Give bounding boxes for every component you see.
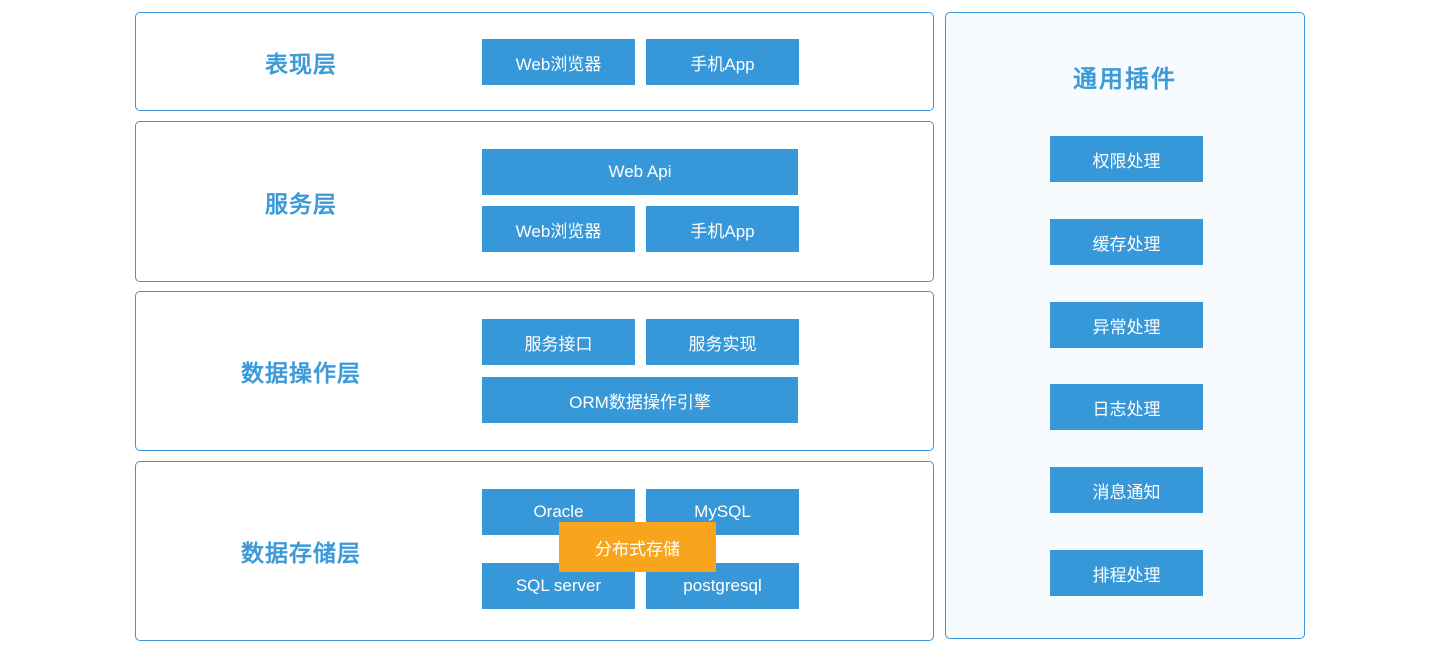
block-service-implementation: 服务实现 — [646, 319, 799, 365]
plugin-log: 日志处理 — [1050, 384, 1203, 430]
block-web-browser: Web浏览器 — [482, 39, 635, 85]
block-mobile-app: 手机App — [646, 39, 799, 85]
block-sql-server: SQL server — [482, 563, 635, 609]
block-distributed-storage: 分布式存储 — [559, 522, 716, 572]
plugin-exception: 异常处理 — [1050, 302, 1203, 348]
layer-service-label: 服务层 — [265, 190, 337, 217]
common-plugins-panel: 通用插件 权限处理 缓存处理 异常处理 日志处理 消息通知 排程处理 — [945, 12, 1305, 639]
layer-presentation: 表现层 Web浏览器 手机App — [135, 12, 934, 111]
plugin-cache: 缓存处理 — [1050, 219, 1203, 265]
layer-data-storage: 数据存储层 Oracle MySQL SQL server postgresql… — [135, 461, 934, 641]
block-service-interface: 服务接口 — [482, 319, 635, 365]
block-mobile-app: 手机App — [646, 206, 799, 252]
plugin-schedule: 排程处理 — [1050, 550, 1203, 596]
layer-service: 服务层 Web Api Web浏览器 手机App — [135, 121, 934, 282]
layer-data-operation: 数据操作层 服务接口 服务实现 ORM数据操作引擎 — [135, 291, 934, 451]
block-web-browser: Web浏览器 — [482, 206, 635, 252]
block-orm-engine: ORM数据操作引擎 — [482, 377, 798, 423]
layer-data-storage-label: 数据存储层 — [241, 540, 361, 566]
plugin-permission: 权限处理 — [1050, 136, 1203, 182]
plugin-notification: 消息通知 — [1050, 467, 1203, 513]
block-web-api: Web Api — [482, 149, 798, 195]
block-oracle: Oracle — [482, 489, 635, 535]
layer-data-operation-label: 数据操作层 — [241, 360, 361, 386]
common-plugins-title: 通用插件 — [1073, 66, 1177, 93]
layer-presentation-label: 表现层 — [265, 50, 337, 77]
block-postgresql: postgresql — [646, 563, 799, 609]
